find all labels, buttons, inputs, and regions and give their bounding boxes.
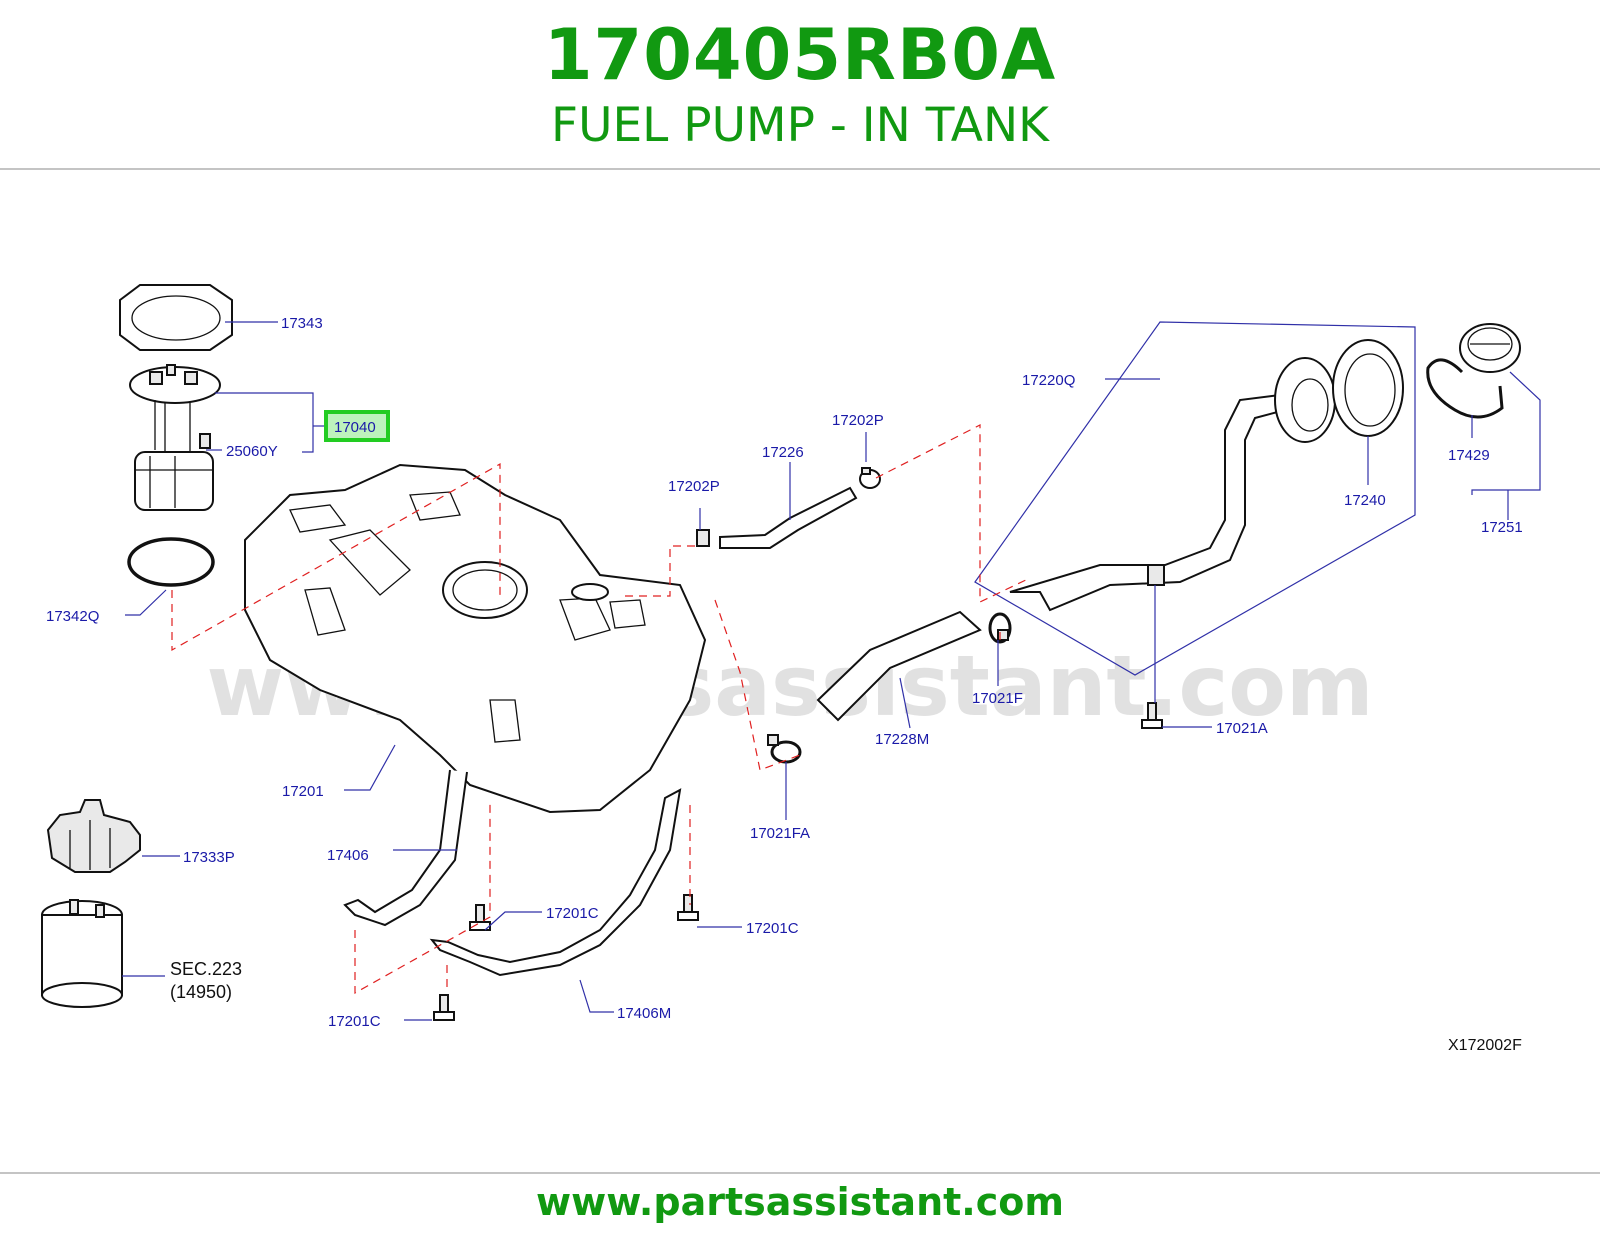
callout-17040[interactable]: 17040 <box>334 419 376 436</box>
page-header: 170405RB0A FUEL PUMP - IN TANK <box>0 0 1600 168</box>
callout-17406M[interactable]: 17406M <box>617 1005 671 1022</box>
callout-17226[interactable]: 17226 <box>762 444 804 461</box>
highlight-box-17040[interactable] <box>324 410 390 442</box>
callout-25060Y[interactable]: 25060Y <box>226 443 278 460</box>
lock-ring-plate-17343[interactable] <box>119 284 233 351</box>
callout-17202P-b[interactable]: 17202P <box>832 412 884 429</box>
tank-strap-17406M[interactable] <box>429 788 682 977</box>
callout-17240[interactable]: 17240 <box>1344 492 1386 509</box>
filler-seal-17240[interactable] <box>1332 339 1404 437</box>
callout-17021FA[interactable]: 17021FA <box>750 825 810 842</box>
callout-17343[interactable]: 17343 <box>281 315 323 332</box>
bolt-17021A[interactable] <box>1141 702 1163 729</box>
fuel-cap-17251[interactable] <box>1459 323 1521 373</box>
callout-17021A[interactable]: 17021A <box>1216 720 1268 737</box>
header-divider <box>0 168 1600 170</box>
callout-17201C-c[interactable]: 17201C <box>328 1013 381 1030</box>
filler-hose-17228M[interactable] <box>816 610 982 722</box>
fuel-level-sender-17333P[interactable] <box>46 799 141 873</box>
assembly-dashed-lines <box>171 424 1031 995</box>
callout-17202P-a[interactable]: 17202P <box>668 478 720 495</box>
callout-17201[interactable]: 17201 <box>282 783 324 800</box>
footer-divider <box>0 1172 1600 1174</box>
callout-17021F[interactable]: 17021F <box>972 690 1023 707</box>
vent-hose-17226[interactable] <box>719 486 858 549</box>
callout-17201C-b[interactable]: 17201C <box>746 920 799 937</box>
footer-url[interactable]: www.partsassistant.com <box>536 1180 1064 1224</box>
callout-17201C-a[interactable]: 17201C <box>546 905 599 922</box>
tank-strap-17406[interactable] <box>343 769 468 927</box>
callout-17333P[interactable]: 17333P <box>183 849 235 866</box>
callout-17220Q[interactable]: 17220Q <box>1022 372 1075 389</box>
part-name-subtitle: FUEL PUMP - IN TANK <box>551 98 1049 153</box>
cap-tether-17429[interactable] <box>1426 358 1504 419</box>
callout-sec223-sub: (14950) <box>170 982 232 1002</box>
callout-sec223[interactable]: SEC.223 <box>170 959 242 979</box>
callout-17429[interactable]: 17429 <box>1448 447 1490 464</box>
evap-canister-sec223[interactable] <box>41 899 123 1008</box>
fuel-tank-17201[interactable] <box>244 463 707 814</box>
fuel-pump-assembly-17040[interactable] <box>129 364 221 511</box>
o-ring-17342Q[interactable] <box>127 537 215 587</box>
filler-tube-17220Q[interactable] <box>1009 357 1336 612</box>
callout-labels: 17343 17040 25060Y 17342Q 17201 17406 17… <box>46 315 1523 1030</box>
hose-clamp-17021F[interactable] <box>988 612 1012 644</box>
hose-clamp-17021FA[interactable] <box>767 734 802 764</box>
hose-clip-17202P-a[interactable] <box>696 529 710 547</box>
callout-leader-lines <box>122 321 1541 1021</box>
callout-17406[interactable]: 17406 <box>327 847 369 864</box>
callout-17251[interactable]: 17251 <box>1481 519 1523 536</box>
part-number-title: 170405RB0A <box>543 14 1057 96</box>
filler-assembly-boundary <box>974 321 1416 676</box>
hose-clamp-17202P-b[interactable] <box>859 467 881 489</box>
drawing-code: X172002F <box>1448 1037 1522 1054</box>
callout-17342Q[interactable]: 17342Q <box>46 608 99 625</box>
bolt-17201C-c[interactable] <box>433 994 455 1021</box>
callout-17228M[interactable]: 17228M <box>875 731 929 748</box>
bolt-17201C-b[interactable] <box>677 894 699 921</box>
